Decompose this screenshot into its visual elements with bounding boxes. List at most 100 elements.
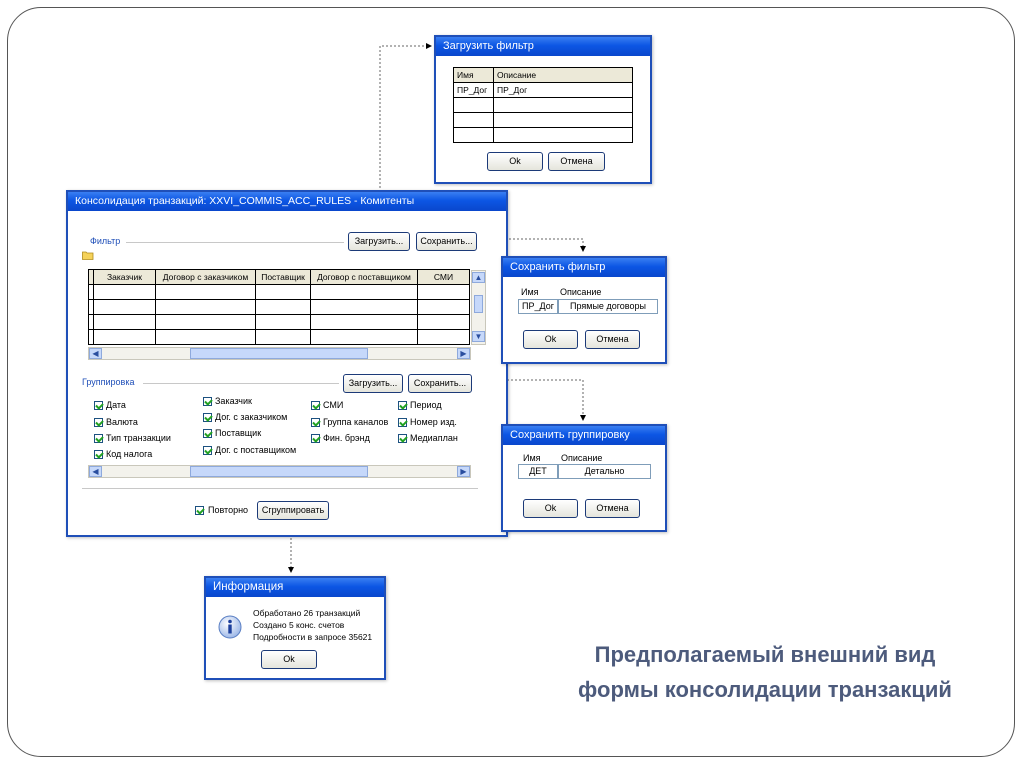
description-field[interactable]: Детально bbox=[558, 464, 651, 479]
description-label: Описание bbox=[561, 453, 603, 463]
checkbox-checked-icon[interactable] bbox=[203, 397, 212, 406]
name-label: Имя bbox=[523, 453, 541, 463]
arrow-left-icon[interactable]: ◀ bbox=[89, 348, 102, 359]
filter-save-button[interactable]: Сохранить... bbox=[416, 232, 477, 251]
checkbox-checked-icon[interactable] bbox=[203, 446, 212, 455]
load-filter-title: Загрузить фильтр bbox=[436, 37, 650, 56]
column-header[interactable]: СМИ bbox=[417, 269, 470, 285]
checkbox-checked-icon[interactable] bbox=[94, 450, 103, 459]
name-label: Имя bbox=[521, 287, 539, 297]
grouping-separator bbox=[143, 383, 339, 384]
checkbox-label: Дог. с поставщиком bbox=[215, 445, 297, 455]
table-row[interactable] bbox=[88, 299, 470, 315]
arrow-right-icon[interactable]: ▶ bbox=[457, 466, 470, 477]
folder-icon[interactable] bbox=[82, 250, 94, 260]
column-header[interactable]: Имя bbox=[453, 67, 494, 83]
consolidation-title: Консолидация транзакций: XXVI_COMMIS_ACC… bbox=[68, 192, 506, 211]
checkbox-label: Медиаплан bbox=[410, 433, 458, 443]
ok-button[interactable]: Ok bbox=[523, 499, 578, 518]
bottom-separator bbox=[82, 488, 478, 489]
info-line-2: Создано 5 конс. счетов bbox=[253, 620, 345, 630]
table-row[interactable] bbox=[88, 329, 470, 345]
filter-label: Фильтр bbox=[90, 236, 121, 246]
table-row[interactable]: ПР_Дог ПР_Дог bbox=[453, 82, 633, 98]
checkbox-checked-icon[interactable] bbox=[94, 434, 103, 443]
checkbox-label: Период bbox=[410, 400, 442, 410]
column-header[interactable]: Заказчик bbox=[93, 269, 156, 285]
checkbox-checked-icon[interactable] bbox=[94, 401, 103, 410]
ok-button[interactable]: Ok bbox=[487, 152, 543, 171]
ok-button[interactable]: Ok bbox=[523, 330, 578, 349]
vertical-scroll-thumb[interactable] bbox=[474, 295, 483, 313]
checkbox-checked-icon[interactable] bbox=[311, 401, 320, 410]
group-button[interactable]: Сгруппировать bbox=[257, 501, 329, 520]
arrow-right-icon[interactable]: ▶ bbox=[457, 348, 470, 359]
table-cell[interactable] bbox=[493, 127, 633, 143]
checkbox-label: СМИ bbox=[323, 400, 344, 410]
checkbox-checked-icon[interactable] bbox=[195, 506, 204, 515]
checkbox-checked-icon[interactable] bbox=[398, 418, 407, 427]
checkbox-label: Дата bbox=[106, 400, 126, 410]
table-row[interactable] bbox=[88, 284, 470, 300]
description-field[interactable]: Прямые договоры bbox=[558, 299, 658, 314]
checkbox-label: Код налога bbox=[106, 449, 153, 459]
column-header[interactable]: Описание bbox=[493, 67, 633, 83]
filter-table: Заказчик Договор с заказчиком Поставщик … bbox=[88, 269, 470, 345]
grouping-save-button[interactable]: Сохранить... bbox=[408, 374, 472, 393]
grouping-label: Группировка bbox=[82, 377, 135, 387]
checkbox-label: Поставщик bbox=[215, 428, 262, 438]
table-cell[interactable] bbox=[453, 127, 494, 143]
info-icon bbox=[218, 615, 242, 639]
load-filter-dialog: Загрузить фильтр Имя Описание ПР_Дог ПР_… bbox=[434, 35, 652, 184]
checkbox-label: Фин. брэнд bbox=[323, 433, 370, 443]
cancel-button[interactable]: Отмена bbox=[585, 499, 640, 518]
checkbox-checked-icon[interactable] bbox=[311, 418, 320, 427]
checkbox-label: Тип транзакции bbox=[106, 433, 171, 443]
column-header[interactable]: Поставщик bbox=[255, 269, 311, 285]
checkbox-label: Дог. с заказчиком bbox=[215, 412, 288, 422]
table-row[interactable] bbox=[453, 97, 633, 113]
slide-heading-line-2: формы консолидации транзакций bbox=[578, 677, 952, 702]
load-filter-table: Имя Описание ПР_Дог ПР_Дог bbox=[453, 67, 633, 143]
checkbox-checked-icon[interactable] bbox=[398, 434, 407, 443]
filter-separator bbox=[126, 242, 344, 243]
table-row[interactable] bbox=[453, 127, 633, 143]
checkbox-label: Валюта bbox=[106, 417, 138, 427]
checkbox-checked-icon[interactable] bbox=[203, 429, 212, 438]
table-cell[interactable] bbox=[453, 112, 494, 128]
description-label: Описание bbox=[560, 287, 602, 297]
table-cell[interactable] bbox=[453, 97, 494, 113]
consolidation-window: Консолидация транзакций: XXVI_COMMIS_ACC… bbox=[66, 190, 508, 537]
horizontal-scroll-thumb[interactable] bbox=[190, 348, 368, 359]
checkbox-checked-icon[interactable] bbox=[311, 434, 320, 443]
info-dialog: Информация Обработано 26 транзакций Созд… bbox=[204, 576, 386, 680]
grouping-load-button[interactable]: Загрузить... bbox=[343, 374, 403, 393]
checkbox-checked-icon[interactable] bbox=[203, 413, 212, 422]
save-grouping-title: Сохранить группировку bbox=[503, 426, 665, 445]
save-filter-title: Сохранить фильтр bbox=[503, 258, 665, 277]
cancel-button[interactable]: Отмена bbox=[548, 152, 605, 171]
table-row[interactable] bbox=[88, 314, 470, 330]
table-cell[interactable] bbox=[493, 97, 633, 113]
arrow-up-icon[interactable]: ▲ bbox=[472, 272, 485, 283]
arrow-down-icon[interactable]: ▼ bbox=[472, 331, 485, 342]
ok-button[interactable]: Ok bbox=[261, 650, 317, 669]
name-field[interactable]: ДЕТ bbox=[518, 464, 558, 479]
name-field[interactable]: ПР_Дог bbox=[518, 299, 558, 314]
column-header[interactable]: Договор с поставщиком bbox=[310, 269, 418, 285]
table-row[interactable] bbox=[453, 112, 633, 128]
save-grouping-dialog: Сохранить группировку Имя Описание ДЕТ Д… bbox=[501, 424, 667, 532]
table-cell[interactable] bbox=[493, 112, 633, 128]
save-filter-dialog: Сохранить фильтр Имя Описание ПР_Дог Пря… bbox=[501, 256, 667, 364]
checkbox-checked-icon[interactable] bbox=[398, 401, 407, 410]
checkbox-label: Группа каналов bbox=[323, 417, 389, 427]
cancel-button[interactable]: Отмена bbox=[585, 330, 640, 349]
arrow-left-icon[interactable]: ◀ bbox=[89, 466, 102, 477]
table-cell[interactable]: ПР_Дог bbox=[453, 82, 494, 98]
checkbox-checked-icon[interactable] bbox=[94, 418, 103, 427]
horizontal-scroll-thumb[interactable] bbox=[190, 466, 368, 477]
table-cell[interactable]: ПР_Дог bbox=[493, 82, 633, 98]
column-header[interactable]: Договор с заказчиком bbox=[155, 269, 256, 285]
filter-load-button[interactable]: Загрузить... bbox=[348, 232, 410, 251]
info-title: Информация bbox=[206, 578, 384, 597]
